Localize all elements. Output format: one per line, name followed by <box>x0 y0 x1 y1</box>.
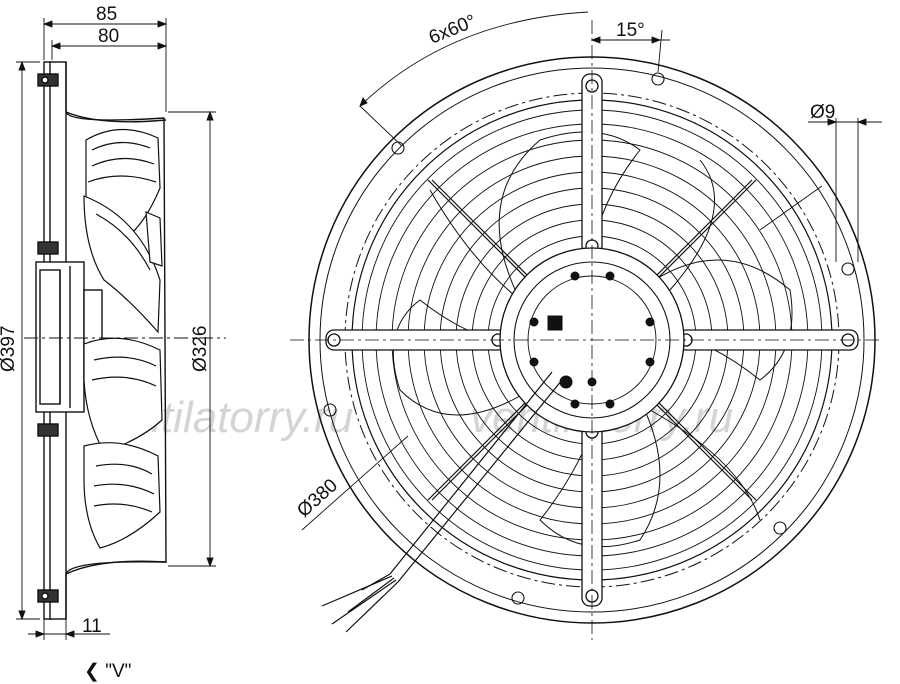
front-mounting-holes <box>323 72 855 605</box>
dim-angle-offset: 15° <box>616 20 645 41</box>
side-clamp-top <box>37 73 59 87</box>
side-clamp-mid <box>37 241 59 437</box>
side-dimensions <box>16 18 216 640</box>
front-cable <box>321 371 563 633</box>
view-marker: ❮ "V" <box>84 661 131 682</box>
dim-hole-pattern: 6x60° <box>426 11 479 49</box>
dim-flange-diameter: Ø397 <box>0 326 19 372</box>
dim-body-depth: 80 <box>98 26 119 47</box>
side-clamp-bottom <box>37 589 59 603</box>
side-blades <box>83 128 163 549</box>
front-view <box>290 20 882 640</box>
side-view <box>24 61 226 620</box>
dim-overall-depth: 85 <box>96 4 117 25</box>
dim-bolt-circle: Ø380 <box>293 475 342 522</box>
dim-flange-thickness: 11 <box>82 616 102 637</box>
dim-hole-diameter: Ø9 <box>810 102 835 123</box>
front-dimensions <box>301 11 882 531</box>
dim-nozzle-diameter: Ø326 <box>190 326 211 372</box>
